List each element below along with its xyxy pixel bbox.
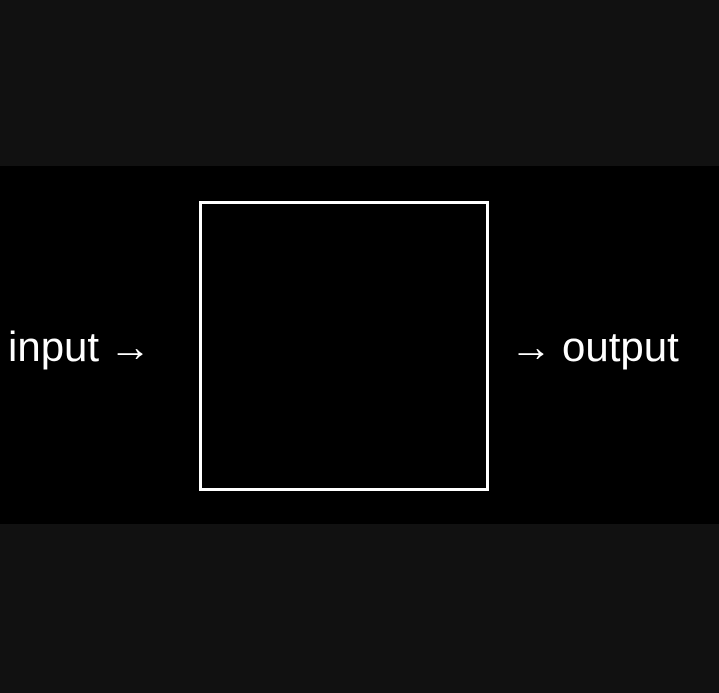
output-arrow-icon: → <box>510 323 552 370</box>
black-box <box>199 201 489 491</box>
bottom-band <box>0 524 719 693</box>
output-text: output <box>562 323 679 370</box>
input-arrow-icon: → <box>109 323 152 370</box>
top-band <box>0 0 719 166</box>
output-label-group: →output <box>510 322 679 372</box>
input-label-group: input→ <box>8 322 161 372</box>
input-text: input <box>8 323 100 370</box>
